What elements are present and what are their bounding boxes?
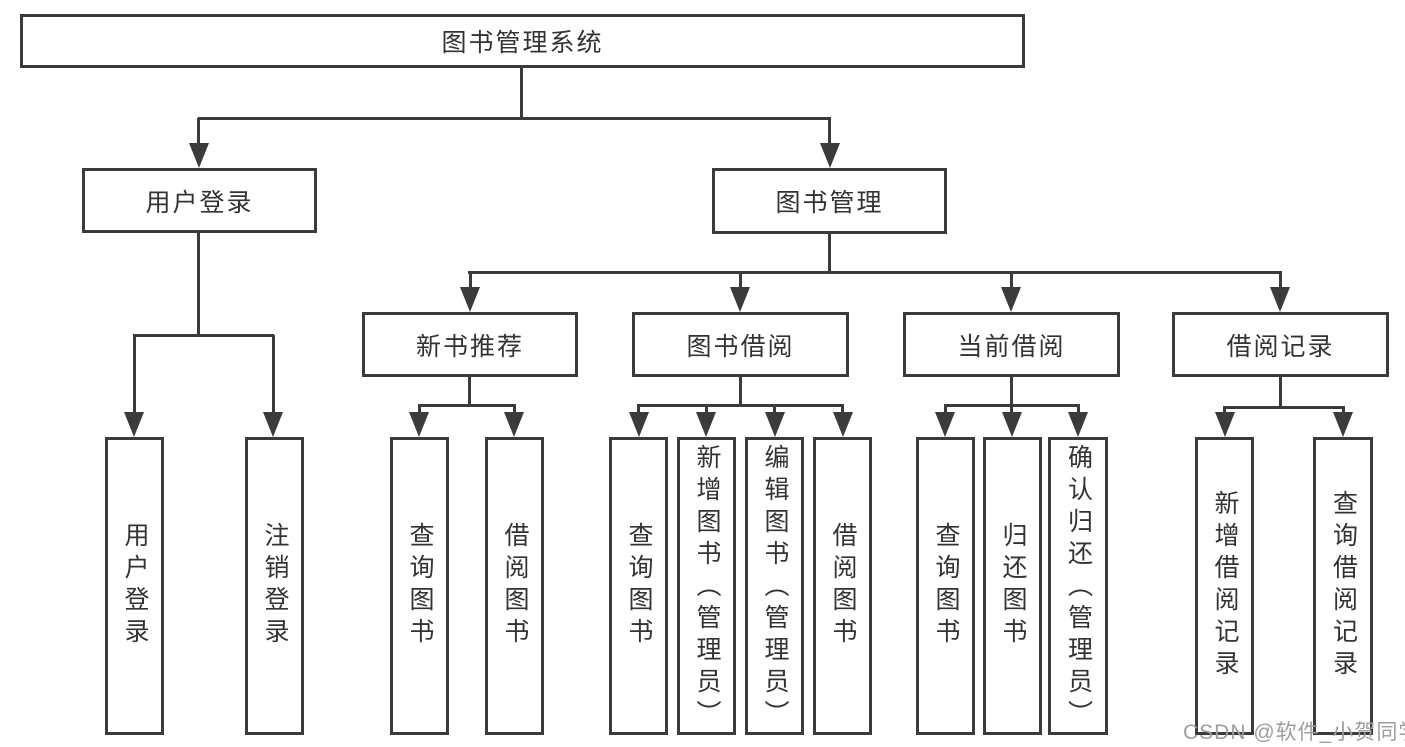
node-new-book-recommendation: 新书推荐 bbox=[362, 312, 578, 377]
arrow-down-icon bbox=[189, 143, 209, 168]
leaf-edit-book-admin: 编辑图书（管理员） bbox=[745, 437, 804, 735]
connector-line bbox=[1077, 405, 1080, 414]
node-label: 图书管理 bbox=[775, 189, 884, 217]
node-label: 借阅记录 bbox=[1226, 332, 1335, 361]
leaf-label: 归还图书 bbox=[999, 522, 1027, 650]
connector-line bbox=[1342, 407, 1345, 414]
leaf-label: 新增图书（管理员） bbox=[693, 444, 721, 732]
leaf-label: 借阅图书 bbox=[829, 522, 857, 650]
node-label: 图书管理系统 bbox=[441, 29, 604, 57]
connector-line bbox=[469, 272, 472, 289]
connector-line bbox=[468, 271, 1282, 274]
leaf-add-book-admin: 新增图书（管理员） bbox=[677, 437, 736, 735]
node-label: 用户登录 bbox=[145, 188, 254, 217]
arrow-down-icon bbox=[460, 287, 480, 312]
connector-line bbox=[197, 118, 200, 145]
arrow-down-icon bbox=[629, 412, 649, 437]
node-label: 图书借阅 bbox=[686, 332, 795, 361]
leaf-label: 注销登录 bbox=[261, 522, 289, 650]
connector-line bbox=[739, 377, 742, 406]
leaf-query-books-current: 查询图书 bbox=[916, 437, 975, 735]
connector-line bbox=[418, 405, 421, 414]
connector-line bbox=[1223, 406, 1345, 409]
connector-line bbox=[513, 405, 516, 414]
arrow-down-icon bbox=[1001, 287, 1021, 312]
node-book-management: 图书管理 bbox=[712, 168, 947, 234]
connector-line bbox=[272, 335, 275, 413]
connector-line bbox=[418, 404, 516, 407]
leaf-add-borrow-record: 新增借阅记录 bbox=[1195, 437, 1254, 735]
leaf-user-login: 用户登录 bbox=[105, 437, 164, 735]
arrow-down-icon bbox=[1270, 287, 1290, 312]
leaf-label: 查询借阅记录 bbox=[1329, 490, 1358, 682]
connector-line bbox=[1010, 272, 1013, 289]
leaf-label: 确认归还（管理员） bbox=[1064, 444, 1093, 732]
leaf-query-books-recommend: 查询图书 bbox=[390, 437, 449, 735]
connector-line bbox=[197, 233, 200, 336]
node-book-borrowing: 图书借阅 bbox=[632, 312, 849, 377]
leaf-borrow-books-recommend: 借阅图书 bbox=[485, 437, 544, 735]
arrow-down-icon bbox=[1068, 412, 1088, 437]
node-borrowing-records: 借阅记录 bbox=[1172, 312, 1389, 377]
connector-line bbox=[739, 272, 742, 289]
connector-line bbox=[637, 404, 844, 407]
leaf-label: 查询图书 bbox=[625, 522, 653, 650]
leaf-label: 编辑图书（管理员） bbox=[761, 444, 789, 732]
leaf-label: 查询图书 bbox=[932, 522, 960, 650]
leaf-label: 借阅图书 bbox=[501, 522, 529, 650]
arrow-down-icon bbox=[1333, 412, 1353, 437]
connector-line bbox=[468, 377, 471, 406]
node-label: 新书推荐 bbox=[415, 332, 524, 361]
arrow-down-icon bbox=[935, 412, 955, 437]
connector-line bbox=[1223, 407, 1226, 414]
leaf-confirm-return-admin: 确认归还（管理员） bbox=[1048, 437, 1108, 735]
leaf-query-books-borrow: 查询图书 bbox=[609, 437, 668, 735]
leaf-borrow-books-borrow: 借阅图书 bbox=[813, 437, 872, 735]
connector-line bbox=[841, 405, 844, 414]
arrow-down-icon bbox=[1215, 412, 1235, 437]
arrow-down-icon bbox=[820, 143, 840, 168]
arrow-down-icon bbox=[730, 287, 750, 312]
connector-line bbox=[133, 334, 274, 337]
watermark: CSDN @软件_小贺同学 bbox=[1183, 721, 1405, 744]
node-user-login: 用户登录 bbox=[82, 168, 317, 233]
connector-line bbox=[198, 117, 831, 120]
node-label: 当前借阅 bbox=[957, 332, 1066, 361]
node-current-borrowing: 当前借阅 bbox=[903, 312, 1120, 377]
connector-line bbox=[705, 405, 708, 414]
connector-line bbox=[828, 118, 831, 145]
node-book-management-system: 图书管理系统 bbox=[20, 14, 1025, 68]
arrow-down-icon bbox=[765, 412, 785, 437]
leaf-logout: 注销登录 bbox=[245, 437, 304, 735]
arrow-down-icon bbox=[124, 412, 144, 437]
arrow-down-icon bbox=[504, 412, 524, 437]
arrow-down-icon bbox=[1002, 412, 1022, 437]
connector-line bbox=[1279, 377, 1282, 408]
arrow-down-icon bbox=[409, 412, 429, 437]
leaf-label: 用户登录 bbox=[121, 522, 149, 650]
arrow-down-icon bbox=[263, 412, 283, 437]
arrow-down-icon bbox=[696, 412, 716, 437]
connector-line bbox=[133, 335, 136, 413]
connector-line bbox=[828, 234, 831, 273]
connector-line bbox=[520, 68, 523, 118]
arrow-down-icon bbox=[833, 412, 853, 437]
connector-line bbox=[637, 405, 640, 414]
leaf-query-borrow-record: 查询借阅记录 bbox=[1313, 437, 1373, 735]
connector-line bbox=[773, 405, 776, 414]
leaf-return-book: 归还图书 bbox=[983, 437, 1042, 735]
connector-line bbox=[1010, 377, 1013, 406]
leaf-label: 新增借阅记录 bbox=[1211, 490, 1239, 682]
connector-line bbox=[1279, 272, 1282, 289]
connector-line bbox=[1010, 405, 1013, 414]
connector-line bbox=[944, 405, 947, 414]
leaf-label: 查询图书 bbox=[406, 522, 434, 650]
